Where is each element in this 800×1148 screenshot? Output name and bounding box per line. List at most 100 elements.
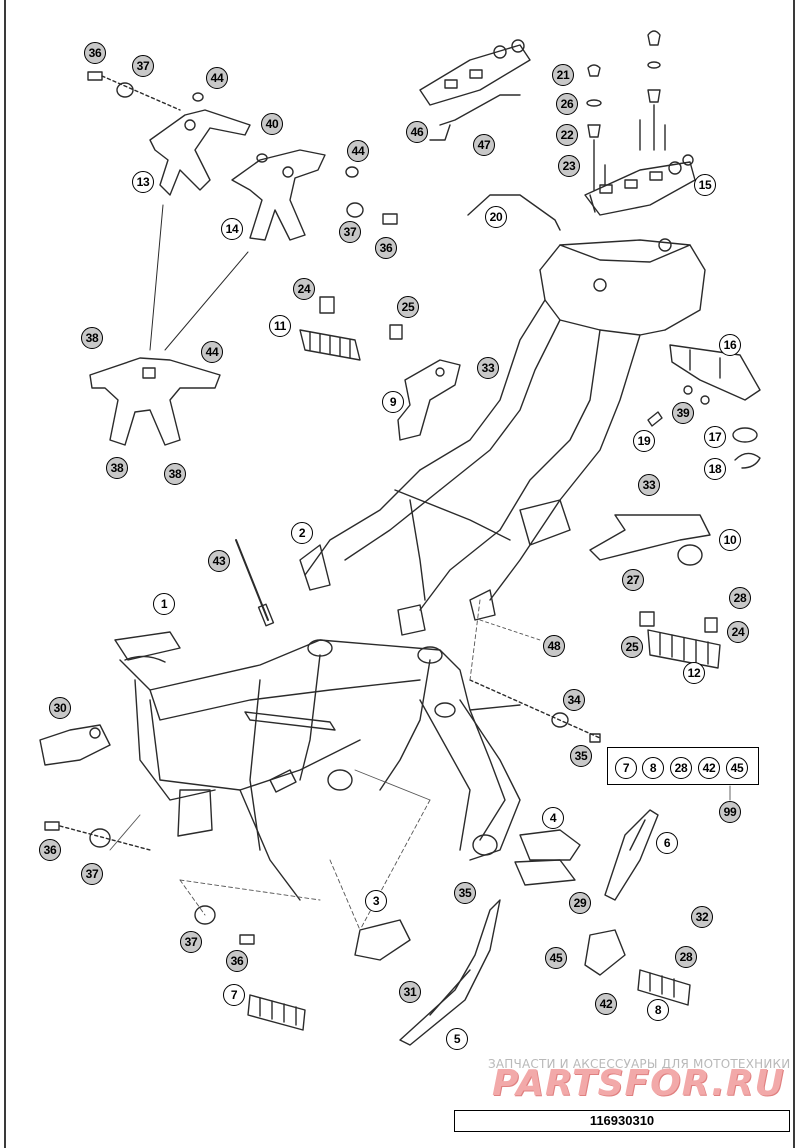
- callout-45: 45: [545, 947, 567, 969]
- callout-37: 37: [81, 863, 103, 885]
- callout-5: 5: [446, 1028, 468, 1050]
- callout-29: 29: [569, 892, 591, 914]
- callout-42: 42: [698, 757, 720, 779]
- callout-23: 23: [558, 155, 580, 177]
- kit-box: [607, 747, 759, 785]
- callout-19: 19: [633, 430, 655, 452]
- callout-31: 31: [399, 981, 421, 1003]
- callout-6: 6: [656, 832, 678, 854]
- callout-36: 36: [375, 237, 397, 259]
- callout-21: 21: [552, 64, 574, 86]
- footpeg-7: [247, 994, 306, 1031]
- callout-26: 26: [556, 93, 578, 115]
- callout-11: 11: [269, 315, 291, 337]
- bracket-4: [514, 829, 581, 886]
- callout-44: 44: [201, 341, 223, 363]
- callout-28: 28: [729, 587, 751, 609]
- rear-subframe-2: [299, 238, 706, 636]
- callout-13: 13: [132, 171, 154, 193]
- callout-36: 36: [226, 950, 248, 972]
- seat-plate-46: [419, 39, 531, 141]
- spacers-36-37: [44, 71, 601, 945]
- callout-24: 24: [293, 278, 315, 300]
- watermark-brand: PARTSFOR.RU: [492, 1063, 785, 1104]
- callout-38: 38: [106, 457, 128, 479]
- callout-7: 7: [223, 984, 245, 1006]
- callout-20: 20: [485, 206, 507, 228]
- callout-32: 32: [691, 906, 713, 928]
- callout-24: 24: [727, 621, 749, 643]
- callout-18: 18: [704, 458, 726, 480]
- callout-8: 8: [642, 757, 664, 779]
- callout-37: 37: [339, 221, 361, 243]
- callout-35: 35: [454, 882, 476, 904]
- callout-12: 12: [683, 662, 705, 684]
- callout-39: 39: [672, 402, 694, 424]
- bracket-30: [39, 724, 111, 766]
- bracket-3: [354, 919, 411, 961]
- callout-36: 36: [84, 42, 106, 64]
- callout-37: 37: [132, 55, 154, 77]
- callout-9: 9: [382, 391, 404, 413]
- bracket-10: [589, 514, 711, 566]
- footpeg-11: [299, 296, 403, 361]
- callout-34: 34: [563, 689, 585, 711]
- callout-40: 40: [261, 113, 283, 135]
- callout-33: 33: [477, 357, 499, 379]
- callout-2: 2: [291, 522, 313, 544]
- callout-48: 48: [543, 635, 565, 657]
- left-crop-line: [4, 0, 6, 1148]
- callout-25: 25: [397, 296, 419, 318]
- callout-27: 27: [622, 569, 644, 591]
- rod-43: [235, 539, 269, 621]
- bracket-9: [397, 359, 461, 441]
- seat-bracket-15: [584, 154, 696, 216]
- fasteners-21-23: [586, 30, 666, 191]
- heel-guard-5: [399, 899, 501, 1046]
- callout-3: 3: [365, 890, 387, 912]
- callout-99: 99: [719, 801, 741, 823]
- callout-4: 4: [542, 807, 564, 829]
- heel-guard-6: [604, 809, 659, 901]
- bracket-16: [669, 344, 761, 401]
- callout-38: 38: [164, 463, 186, 485]
- callout-8: 8: [647, 999, 669, 1021]
- callout-46: 46: [406, 121, 428, 143]
- callout-30: 30: [49, 697, 71, 719]
- callout-38: 38: [81, 327, 103, 349]
- callout-17: 17: [704, 426, 726, 448]
- document-number: 116930310: [454, 1110, 790, 1132]
- callout-42: 42: [595, 993, 617, 1015]
- callout-28: 28: [675, 946, 697, 968]
- callout-44: 44: [347, 140, 369, 162]
- callout-14: 14: [221, 218, 243, 240]
- bracket-38: [89, 357, 221, 446]
- right-crop-line: [793, 0, 795, 1148]
- watermark-line: ЗАПЧАСТИ И АКСЕССУАРЫ ДЛЯ МОТОТЕХНИКИ: [488, 1057, 791, 1071]
- bracket-14: [231, 149, 326, 241]
- callout-25: 25: [621, 636, 643, 658]
- main-frame-1: [114, 631, 521, 901]
- callout-44: 44: [206, 67, 228, 89]
- callout-36: 36: [39, 839, 61, 861]
- callout-35: 35: [570, 745, 592, 767]
- clamps-17-18: [647, 385, 761, 469]
- callout-7: 7: [615, 757, 637, 779]
- footpeg-8: [637, 969, 691, 1006]
- callout-45: 45: [726, 757, 748, 779]
- cable-20: [467, 194, 561, 231]
- callout-15: 15: [694, 174, 716, 196]
- callout-33: 33: [638, 474, 660, 496]
- callout-16: 16: [719, 334, 741, 356]
- callout-47: 47: [473, 134, 495, 156]
- callout-22: 22: [556, 124, 578, 146]
- callout-37: 37: [180, 931, 202, 953]
- footpeg-12: [639, 611, 721, 669]
- bracket-13: [149, 109, 251, 196]
- callout-10: 10: [719, 529, 741, 551]
- callout-43: 43: [208, 550, 230, 572]
- callout-28: 28: [670, 757, 692, 779]
- callout-1: 1: [153, 593, 175, 615]
